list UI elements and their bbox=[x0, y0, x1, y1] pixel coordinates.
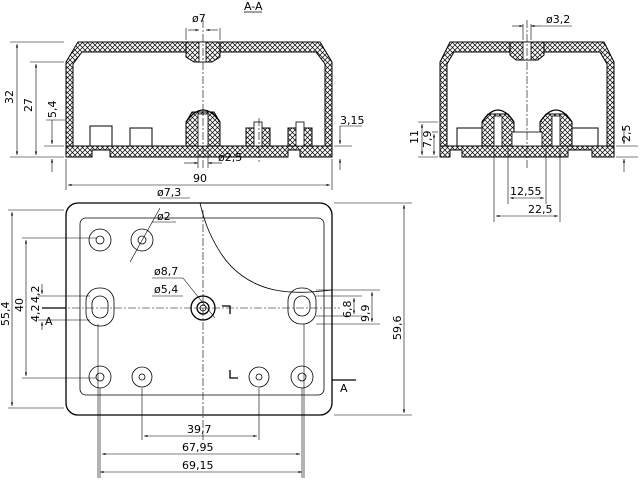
dim-w397: 39,7 bbox=[187, 423, 212, 436]
dim-base: 5,4 bbox=[46, 101, 59, 119]
dim-s99: 9,9 bbox=[359, 305, 372, 323]
dim-h554: 55,4 bbox=[0, 302, 12, 327]
dim-side-h79: 7,9 bbox=[421, 131, 434, 149]
mounting-slot-right bbox=[287, 287, 317, 325]
dim-s68: 6,8 bbox=[341, 301, 354, 319]
front-floor bbox=[65, 145, 333, 158]
front-section-view: A-A ø7 32 27 bbox=[3, 0, 365, 190]
section-label: A-A bbox=[244, 0, 263, 13]
dim-step: 3,15 bbox=[340, 114, 365, 127]
dim-d87: ø8,7 bbox=[154, 265, 178, 278]
cutaway-break-line bbox=[199, 202, 333, 293]
dim-d54: ø5,4 bbox=[154, 283, 178, 296]
dim-side-top-hole: ø3,2 bbox=[546, 13, 570, 26]
dim-d2: ø2 bbox=[157, 210, 171, 223]
dim-boss: ø2,5 bbox=[218, 151, 242, 164]
enclosure-inner-outline bbox=[79, 217, 325, 396]
dim-height-inner: 27 bbox=[22, 98, 35, 112]
hole-bottom-left bbox=[88, 365, 112, 389]
dim-side-h25: 2,5 bbox=[620, 125, 633, 143]
hole-top-second bbox=[130, 228, 154, 252]
dim-side-w225: 22,5 bbox=[528, 203, 553, 216]
dim-h40: 40 bbox=[13, 298, 26, 312]
dim-side-w1255: 12,55 bbox=[510, 185, 542, 198]
dim-h42b: 4,2 bbox=[29, 305, 42, 323]
dim-width: 90 bbox=[193, 172, 207, 185]
mounting-slot-left bbox=[85, 287, 115, 327]
hole-bottom-second bbox=[131, 366, 153, 388]
dim-d73: ø7,3 bbox=[157, 186, 181, 199]
dim-front-top-hole: ø7 bbox=[192, 12, 206, 25]
dim-height-total: 32 bbox=[3, 90, 16, 104]
dim-w6795: 67,95 bbox=[182, 441, 214, 454]
dim-h596: 59,6 bbox=[391, 316, 404, 341]
corner-holes bbox=[88, 228, 314, 389]
section-marker-left: A bbox=[45, 315, 53, 328]
enclosure-outline bbox=[65, 202, 333, 416]
section-marker-right: A bbox=[340, 382, 348, 395]
side-section-view: ø3,2 11 7,9 2,5 12,55 22,5 bbox=[408, 13, 638, 222]
dim-side-h11: 11 bbox=[408, 130, 421, 144]
dim-w6915: 69,15 bbox=[182, 459, 214, 472]
hole-top-left bbox=[88, 228, 112, 252]
top-view: A A ø7,3 ø2 ø8,7 ø5,4 55,4 40 4,2 4,2 6 bbox=[0, 186, 412, 478]
dim-h42: 4,2 bbox=[29, 286, 42, 304]
hole-bottom-third bbox=[248, 366, 270, 388]
hole-bottom-right bbox=[290, 365, 314, 389]
